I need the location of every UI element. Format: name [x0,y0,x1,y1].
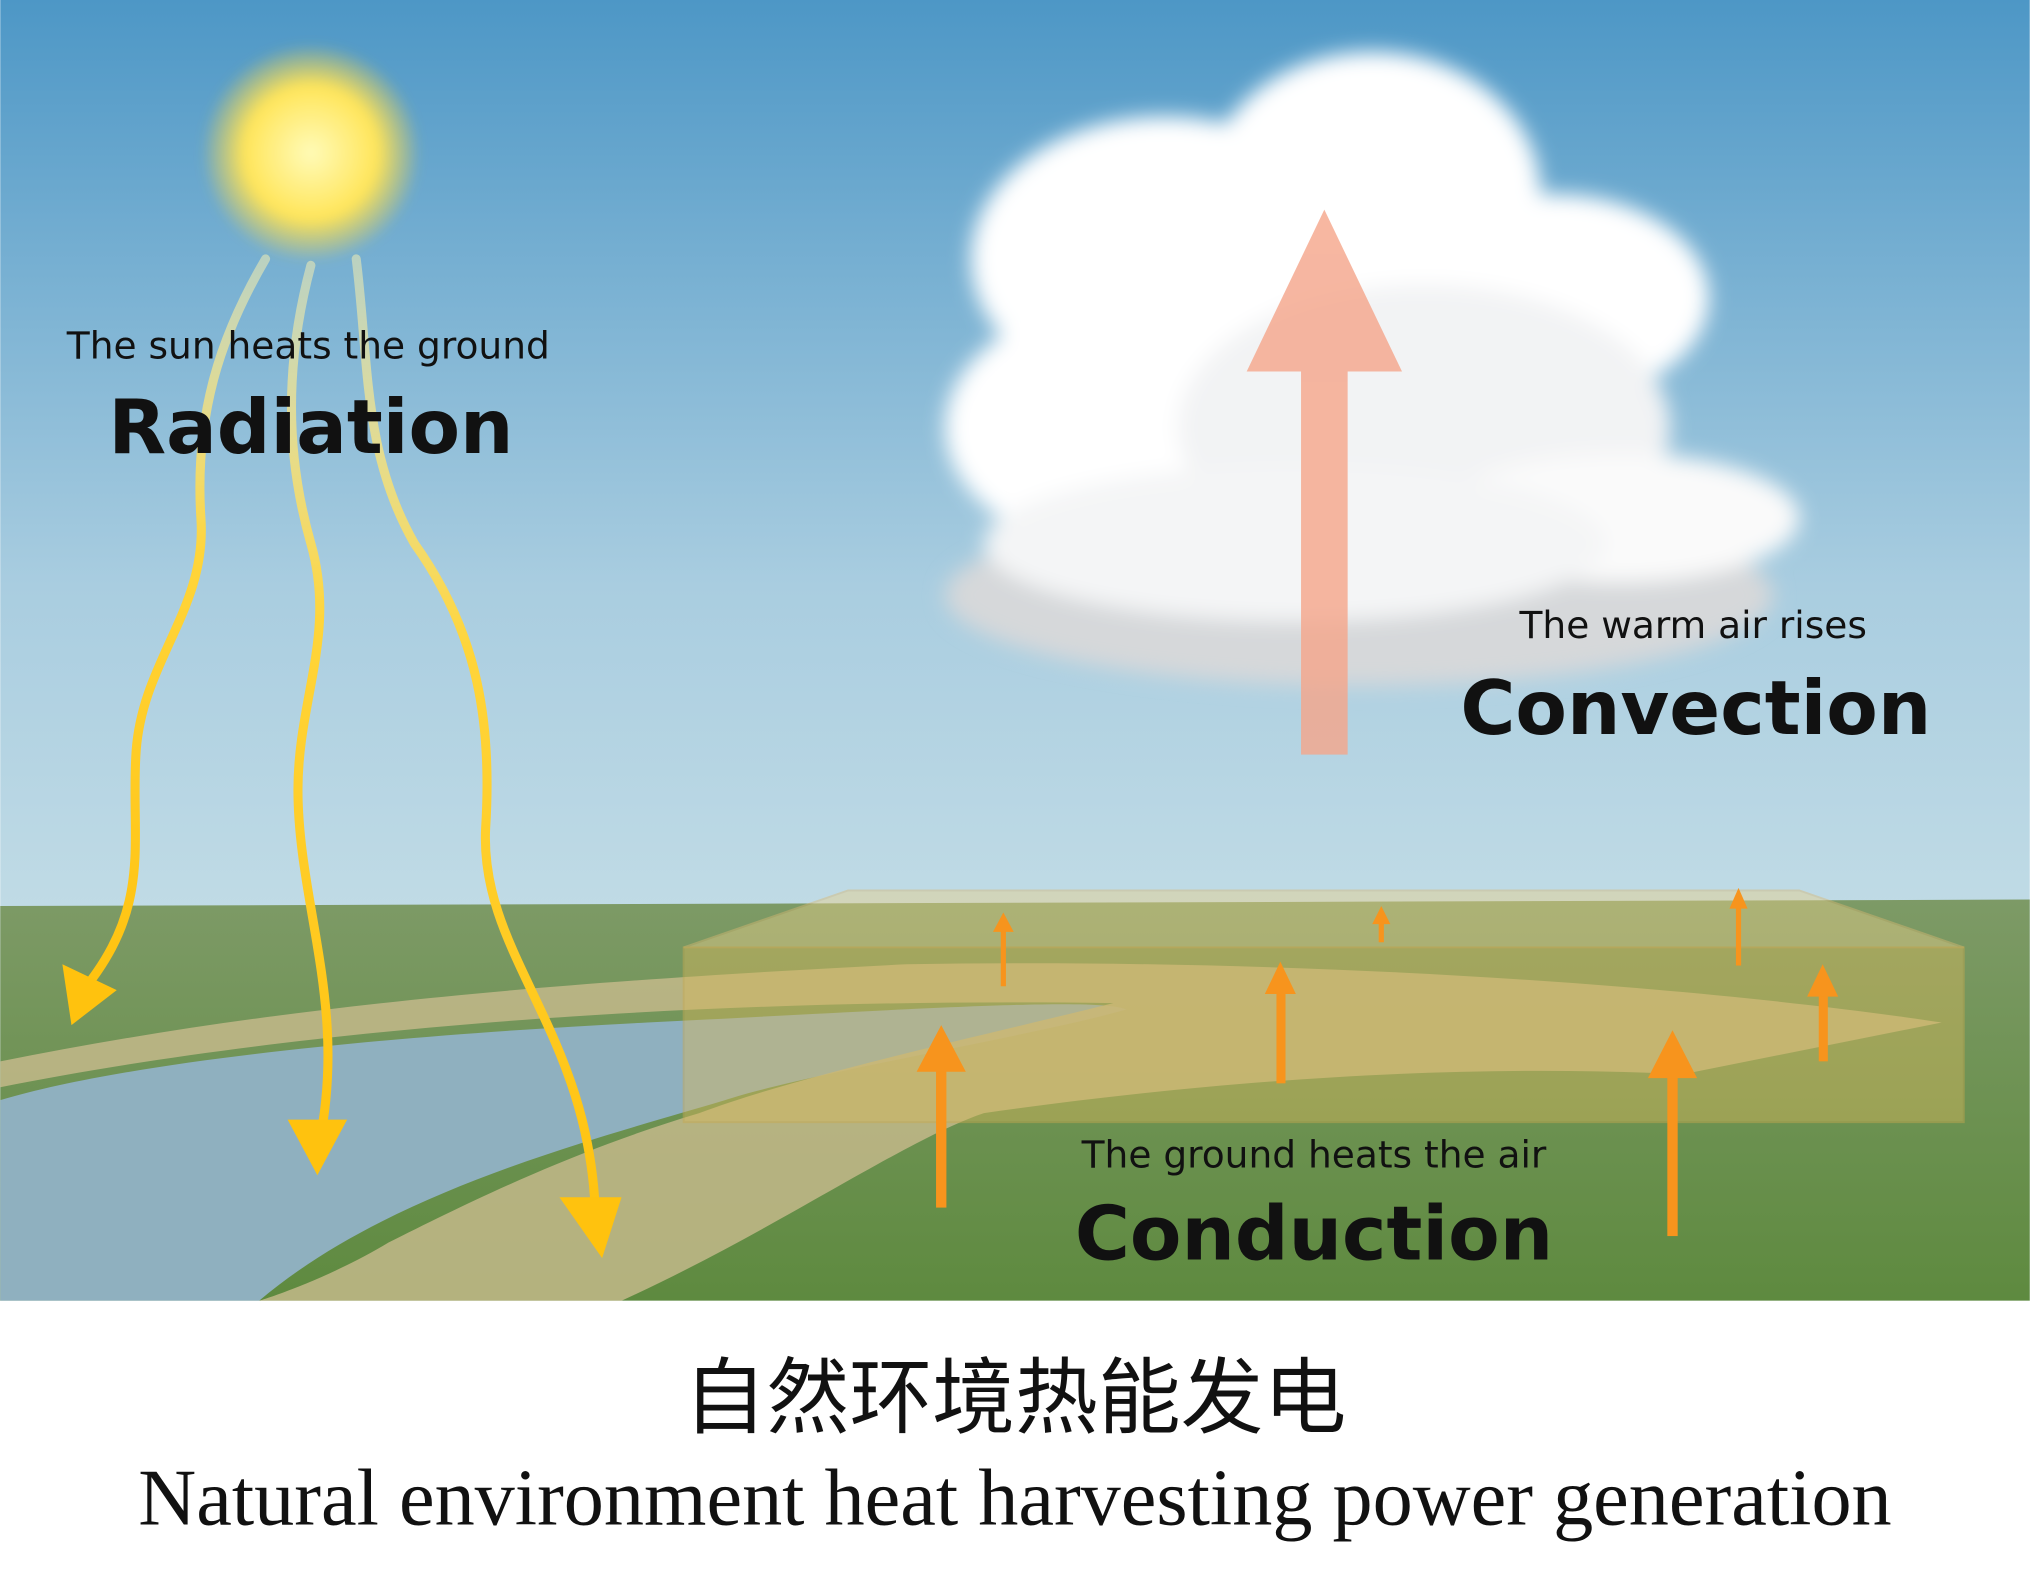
air-volume-box [682,889,1965,1124]
radiation-arrow [73,254,271,1002]
radiation-arrow [351,254,601,1235]
caption-chinese: 自然环境热能发电 [684,1349,1347,1446]
conduction-title: Conduction [1075,1189,1553,1277]
radiation-arrow [287,260,333,1157]
path-bank [0,963,1942,1301]
arrowhead-icon [62,964,117,1026]
cloud [945,51,1800,686]
conduction-caption: The ground heats the air [1081,1132,1547,1176]
convection-arrow [1246,209,1402,755]
radiation-caption: The sun heats the ground [66,324,550,368]
caption-area [0,1300,2030,1592]
conduction-arrows [916,887,1839,1237]
caption-english: Natural environment heat harvesting powe… [138,1454,1891,1543]
radiation-arrows [73,254,601,1235]
radiation-title: Radiation [108,383,513,471]
sun-icon [200,42,421,263]
convection-caption: The warm air rises [1519,603,1867,647]
arrowhead-icon [287,1119,348,1176]
arrowhead-icon [559,1197,622,1259]
river [0,1004,1127,1301]
convection-title: Convection [1460,664,1931,752]
